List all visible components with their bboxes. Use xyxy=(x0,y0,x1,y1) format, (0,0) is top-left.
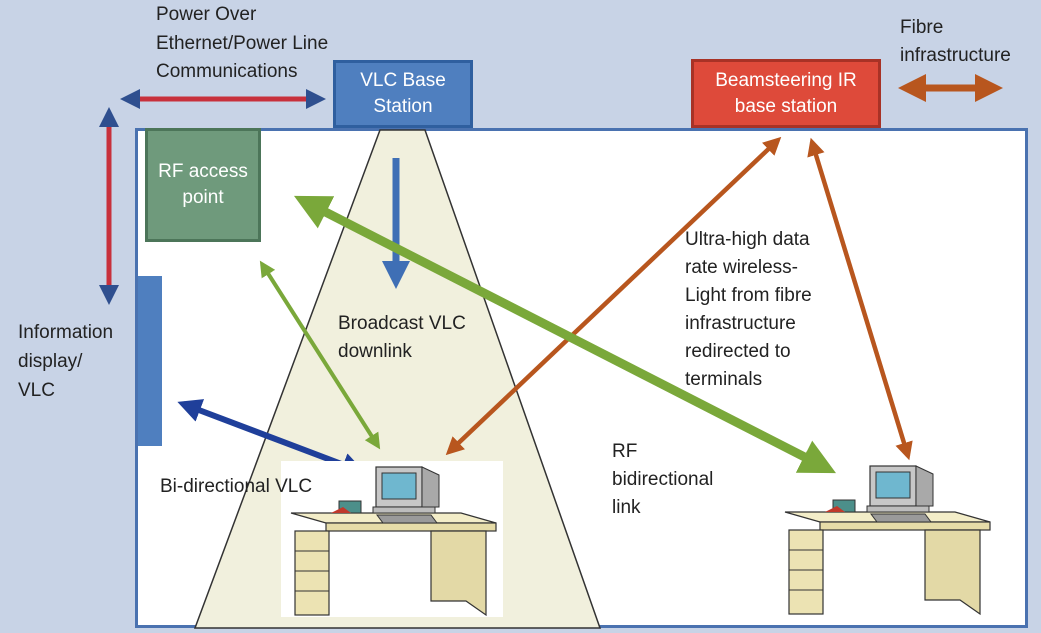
vlc-base-station: VLC Base Station xyxy=(333,60,473,128)
ir-link-arrow-2 xyxy=(807,137,913,461)
rf-bidirectional-arrow xyxy=(293,195,837,474)
vlc-base-station-label: VLC Base Station xyxy=(360,70,446,117)
beamsteering-ir-base-station: Beamsteering IR base station xyxy=(691,59,881,128)
rf-access-point-label: RF access point xyxy=(158,161,248,208)
bidirectional-vlc-arrow xyxy=(177,399,366,476)
information-display-panel xyxy=(138,276,162,446)
computer-desk-icon xyxy=(281,461,503,617)
computer-desk-icon xyxy=(775,460,997,616)
information-display-label: Information display/ VLC xyxy=(18,322,114,401)
rf-access-point: RF access point xyxy=(145,128,261,242)
beamsteering-ir-label: Beamsteering IR base station xyxy=(715,69,857,117)
rf-bidirectional-label: RF bidirectional link xyxy=(612,441,714,518)
bidirectional-vlc-label: Bi-directional VLC xyxy=(160,476,313,497)
poe-label: Power Over Ethernet/Power Line Communica… xyxy=(156,4,329,82)
fibre-infrastructure-label: Fibre infrastructure xyxy=(900,17,1011,66)
broadcast-vlc-label: Broadcast VLC downlink xyxy=(338,313,466,362)
ultra-high-data-rate-label: Ultra-high data rate wireless- Light fro… xyxy=(685,229,812,390)
